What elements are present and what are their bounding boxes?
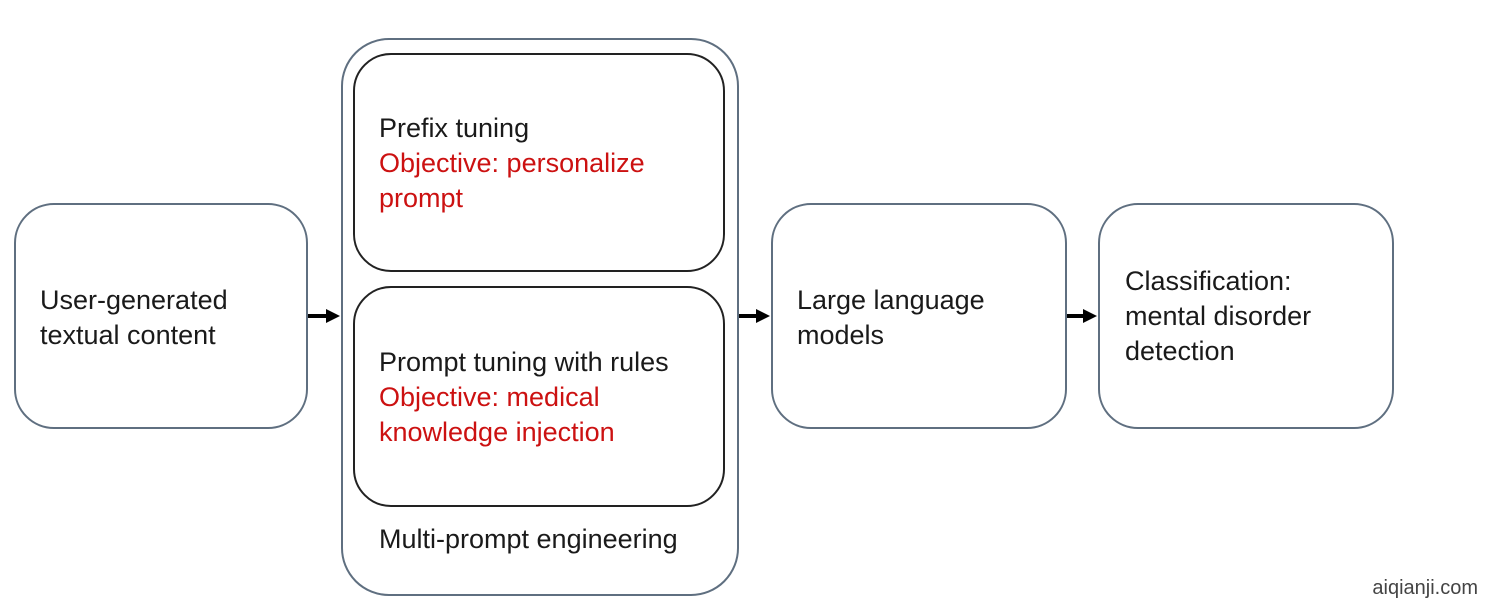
prompt-tuning-node bbox=[353, 286, 725, 507]
prefix-tuning-objective: Objective: personalize prompt bbox=[379, 148, 645, 213]
output-node-label: Classification: mental disorder detectio… bbox=[1125, 266, 1312, 366]
llm-node-label: Large language models bbox=[797, 285, 985, 350]
input-node-label: User-generated textual content bbox=[40, 285, 228, 350]
prompt-tuning-title: Prompt tuning with rules bbox=[379, 347, 669, 377]
input-node bbox=[14, 203, 308, 429]
arrow-llm-to-output bbox=[1067, 309, 1097, 323]
multi-prompt-group-label: Multi-prompt engineering bbox=[379, 524, 678, 554]
prefix-tuning-node bbox=[353, 53, 725, 272]
llm-node bbox=[771, 203, 1067, 429]
output-node bbox=[1098, 203, 1394, 429]
watermark: aiqianji.com bbox=[1372, 577, 1478, 599]
arrow-input-to-group bbox=[308, 309, 340, 323]
arrow-group-to-llm bbox=[739, 309, 770, 323]
prefix-tuning-title: Prefix tuning bbox=[379, 113, 530, 143]
prompt-tuning-objective: Objective: medical knowledge injection bbox=[379, 382, 615, 447]
